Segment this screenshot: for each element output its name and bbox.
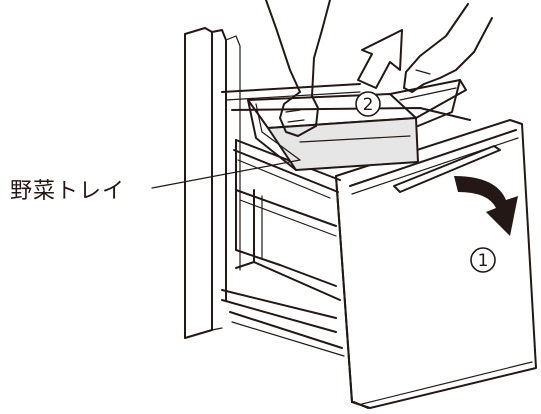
step-1-number: 1 <box>478 251 489 271</box>
vegetable-tray <box>248 80 466 170</box>
right-hand <box>404 4 492 92</box>
vegetable-tray-label: 野菜トレイ <box>10 173 125 205</box>
step-2-number: 2 <box>363 95 374 115</box>
left-hand <box>266 0 330 136</box>
step-2-marker: 2 <box>356 92 380 116</box>
step-1-marker: 1 <box>471 248 495 272</box>
open-arrow <box>454 176 518 236</box>
lower-drawer <box>222 290 344 356</box>
lift-arrow <box>358 30 402 88</box>
